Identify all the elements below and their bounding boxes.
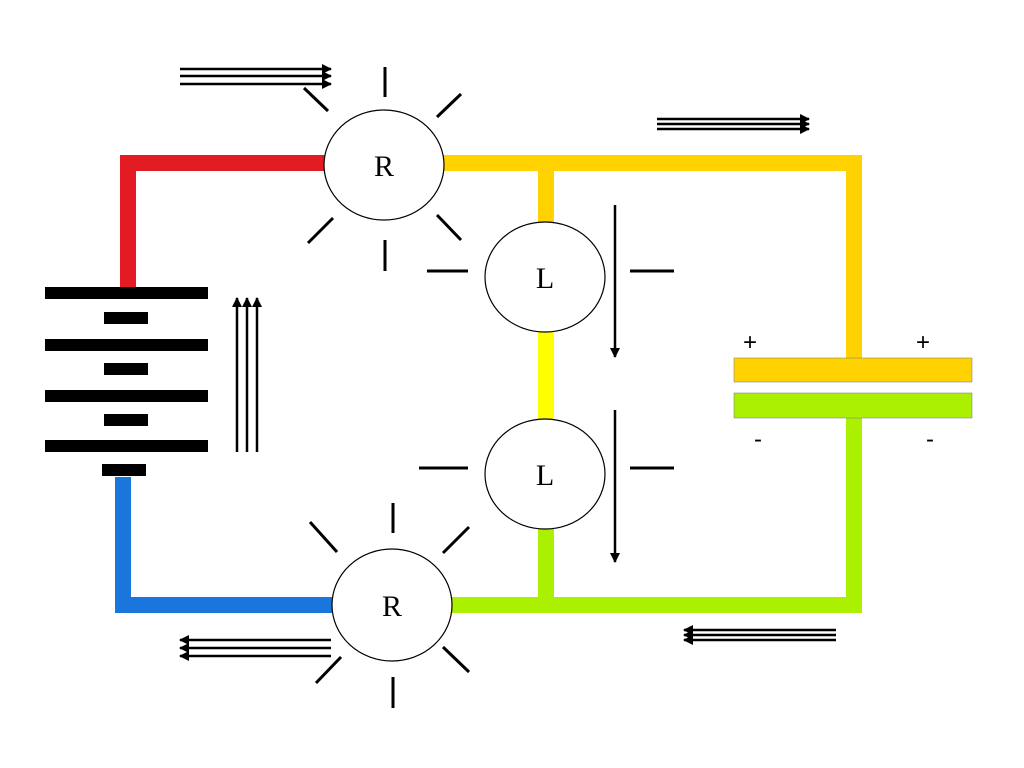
flow-arrow-battery-up xyxy=(232,297,262,452)
capacitor-minus-left: - xyxy=(754,426,762,453)
wire-orange-right xyxy=(846,155,862,358)
flow-arrow-bottom-right xyxy=(683,625,836,645)
lamp-lower-label: L xyxy=(536,459,554,492)
resistor-bottom: R xyxy=(308,503,471,708)
wire-lime-lamp-branch xyxy=(538,528,554,606)
battery-plate-short xyxy=(104,312,148,324)
lamp-upper-circle xyxy=(484,221,606,333)
lamp-lower: L xyxy=(419,418,674,530)
wire-orange-top xyxy=(440,155,862,171)
capacitor-minus-right: - xyxy=(926,426,934,453)
lamp-upper: L xyxy=(427,221,674,333)
capacitor-plate-top xyxy=(733,357,973,383)
resistor-top-label: R xyxy=(374,150,394,183)
battery xyxy=(45,287,208,476)
wire-lime-right xyxy=(846,418,862,613)
wire-blue-vertical xyxy=(115,477,131,613)
flow-arrow-bottom-left xyxy=(179,635,331,661)
battery-plate-long xyxy=(45,390,208,402)
wire-red-vertical xyxy=(120,155,136,290)
capacitor-plate-bottom xyxy=(733,392,973,419)
battery-plate-short xyxy=(102,464,146,476)
glow-rays xyxy=(308,503,471,708)
lamp-upper-label: L xyxy=(536,262,554,295)
flow-arrow-top-left xyxy=(180,64,332,89)
battery-plate-long xyxy=(45,440,208,452)
wire-lime-bottom xyxy=(450,597,862,613)
wire-yellow-middle xyxy=(538,330,554,422)
battery-plate-short xyxy=(104,414,148,426)
capacitor-plus-right: + xyxy=(916,329,930,356)
lamp-lower-circle xyxy=(484,418,606,530)
battery-plate-short xyxy=(104,363,148,375)
capacitor-plus-left: + xyxy=(743,329,757,356)
wire-red-horizontal xyxy=(120,155,330,171)
flow-arrow-top-right xyxy=(657,114,810,134)
battery-plate-long xyxy=(45,339,208,351)
resistor-top-circle xyxy=(323,109,445,221)
capacitor: + + - - xyxy=(733,329,973,453)
wire-blue-horizontal xyxy=(115,597,338,613)
resistor-bottom-circle xyxy=(331,548,453,662)
glow-rays xyxy=(302,67,463,271)
battery-plate-long xyxy=(45,287,208,299)
resistor-top: R xyxy=(302,67,463,271)
wires xyxy=(115,155,862,613)
resistor-bottom-label: R xyxy=(382,590,402,623)
